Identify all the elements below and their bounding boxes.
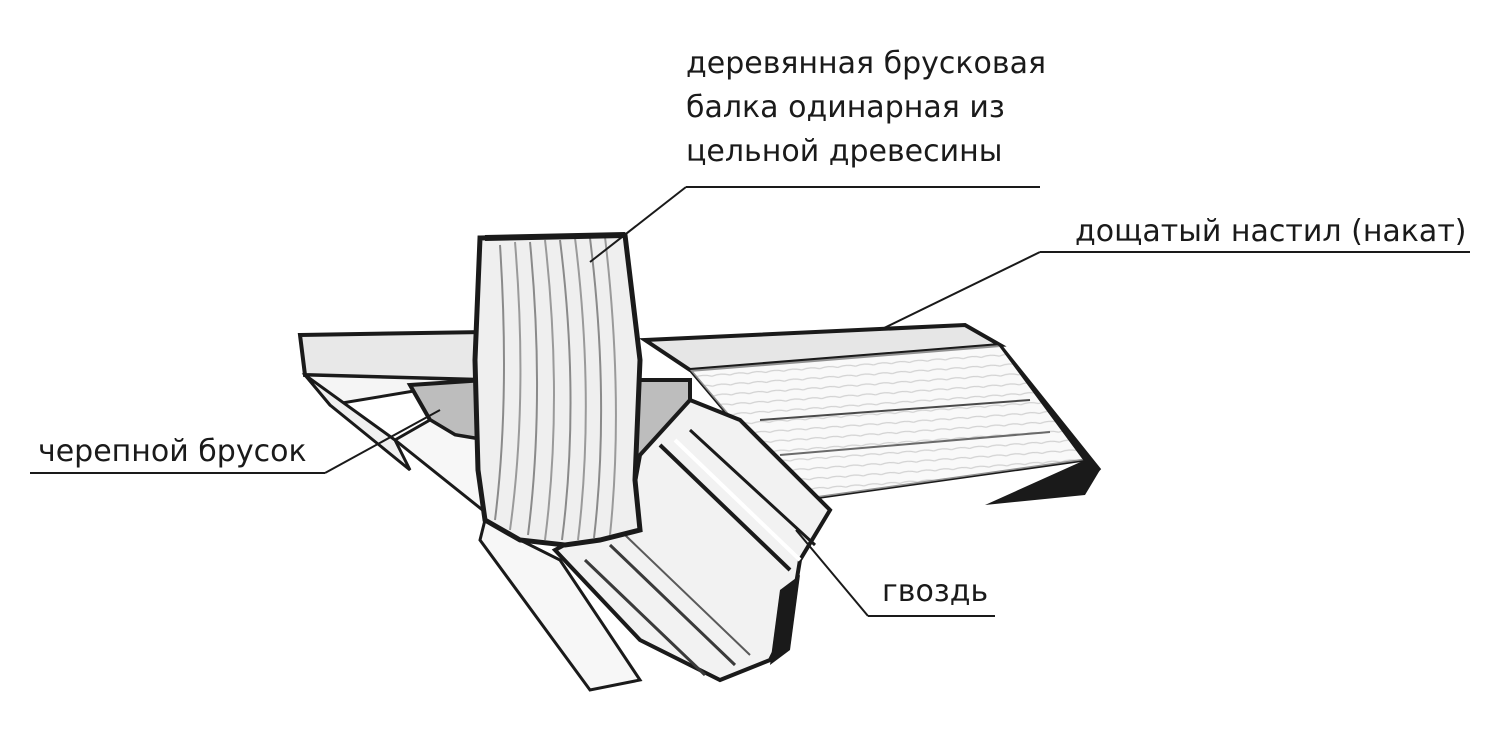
beam-label: деревянная брусковая балка одинарная из … bbox=[686, 42, 1046, 174]
cranial-bar-label: черепной брусок bbox=[38, 434, 307, 469]
leader-beam-diagonal bbox=[589, 186, 687, 263]
nail-label: гвоздь bbox=[882, 574, 989, 609]
cranial-bar-left bbox=[392, 377, 643, 692]
beam-label-line3: цельной древесины bbox=[686, 134, 1003, 169]
decking-label: дощатый настил (накат) bbox=[1075, 214, 1467, 249]
leader-cranial-diagonal bbox=[324, 409, 441, 474]
beam-label-line1: деревянная брусковая bbox=[686, 46, 1046, 81]
decking-right-plank bbox=[638, 322, 1102, 505]
wooden-beam bbox=[472, 232, 643, 548]
beam-label-line2: балка одинарная из bbox=[686, 90, 1005, 125]
leader-decking-diagonal bbox=[879, 251, 1041, 331]
leader-nail-diagonal bbox=[795, 529, 869, 617]
leader-lines bbox=[30, 186, 1470, 617]
